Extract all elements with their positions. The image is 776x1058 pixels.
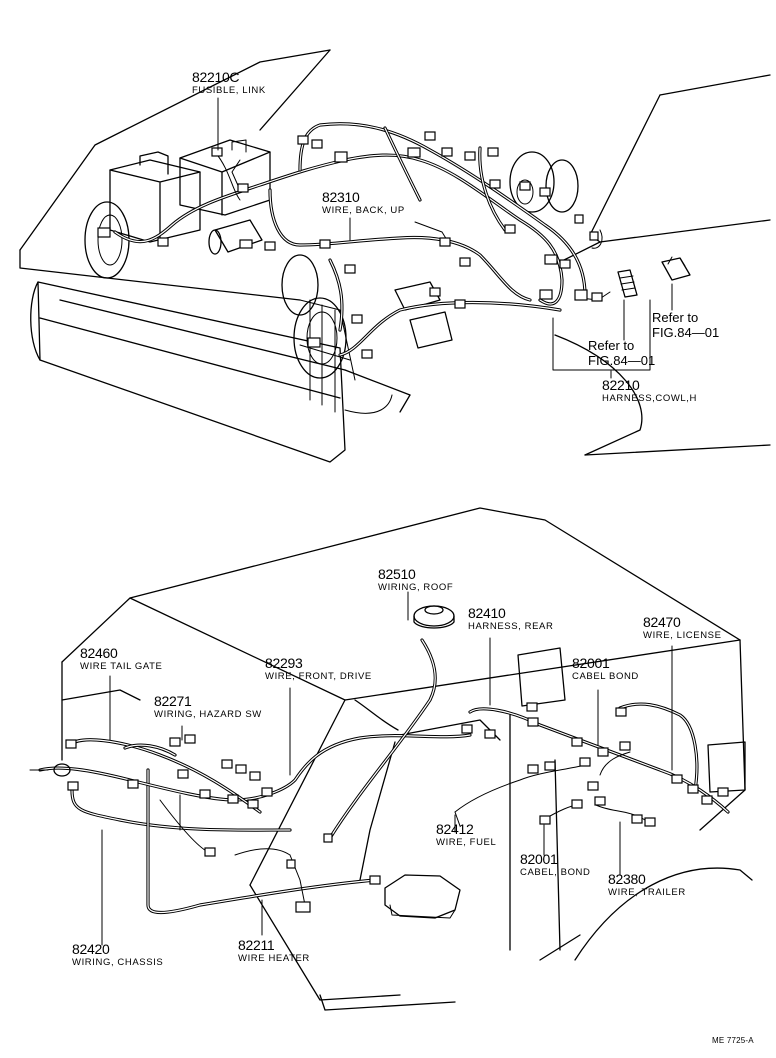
part-number: 82001 [572,655,610,671]
part-name: WIRE, FUEL [436,837,497,848]
part-name: WIRING, ROOF [378,582,454,593]
part-name: FUSIBLE, LINK [192,85,266,96]
part-label-82001-bond: 82001 CABEL BOND [572,656,639,682]
part-number: 82470 [643,614,681,630]
part-name: HARNESS, REAR [468,621,554,632]
engine-compartment-drawing [19,49,771,463]
refer-line1: Refer to [588,338,635,353]
part-name: WIRE, FRONT, DRIVE [265,671,372,682]
refer-line2: FIG.84—01 [652,325,720,340]
part-name: CABEL BOND [572,671,639,682]
part-name: WIRE, LICENSE [643,630,722,641]
part-name: CABEL, BOND [520,867,591,878]
part-label-82271: 82271 WIRING, HAZARD SW [154,694,262,720]
part-name: WIRE HEATER [238,953,310,964]
part-number: 82410 [468,605,506,621]
part-label-82460: 82460 WIRE TAIL GATE [80,646,162,672]
refer-line1: Refer to [652,310,699,325]
part-label-82410: 82410 HARNESS, REAR [468,606,553,632]
figure-code: ME 7725-A [712,1036,754,1045]
part-label-82001-bond-lower: 82001 CABEL, BOND [520,852,590,878]
part-number: 82460 [80,645,118,661]
body-chassis-drawing [29,507,753,1011]
part-label-82293: 82293 WIRE, FRONT, DRIVE [265,656,372,682]
part-label-82210: 82210 HARNESS,COWL,H [602,378,697,404]
part-number: 82510 [378,566,416,582]
part-label-82380: 82380 WIRE, TRAILER [608,872,686,898]
part-number: 82211 [238,937,275,953]
refer-note-right: Refer to FIG.84—01 [652,310,719,340]
part-name: WIRING, CHASSIS [72,957,164,968]
part-name: WIRE, TRAILER [608,887,686,898]
part-label-82420: 82420 WIRING, CHASSIS [72,942,163,968]
refer-note-left: Refer to FIG.84—01 [588,338,655,368]
part-label-82412: 82412 WIRE, FUEL [436,822,496,848]
part-number: 82001 [520,851,558,867]
part-number: 82210 [602,377,640,393]
refer-line2: FIG.84—01 [588,353,656,368]
part-name: WIRING, HAZARD SW [154,709,262,720]
part-label-82211: 82211 WIRE HEATER [238,938,310,964]
part-label-82510: 82510 WIRING, ROOF [378,567,453,593]
part-number: 82271 [154,693,192,709]
part-number: 82420 [72,941,110,957]
part-label-82470: 82470 WIRE, LICENSE [643,615,722,641]
part-label-82310: 82310 WIRE, BACK, UP [322,190,405,216]
part-number: 82310 [322,189,360,205]
part-number: 82210C [192,69,240,85]
part-name: HARNESS,COWL,H [602,393,697,404]
part-number: 82412 [436,821,474,837]
part-label-82210c: 82210C FUSIBLE, LINK [192,70,266,96]
part-name: WIRE TAIL GATE [80,661,163,672]
part-name: WIRE, BACK, UP [322,205,405,216]
part-number: 82293 [265,655,303,671]
part-number: 82380 [608,871,646,887]
